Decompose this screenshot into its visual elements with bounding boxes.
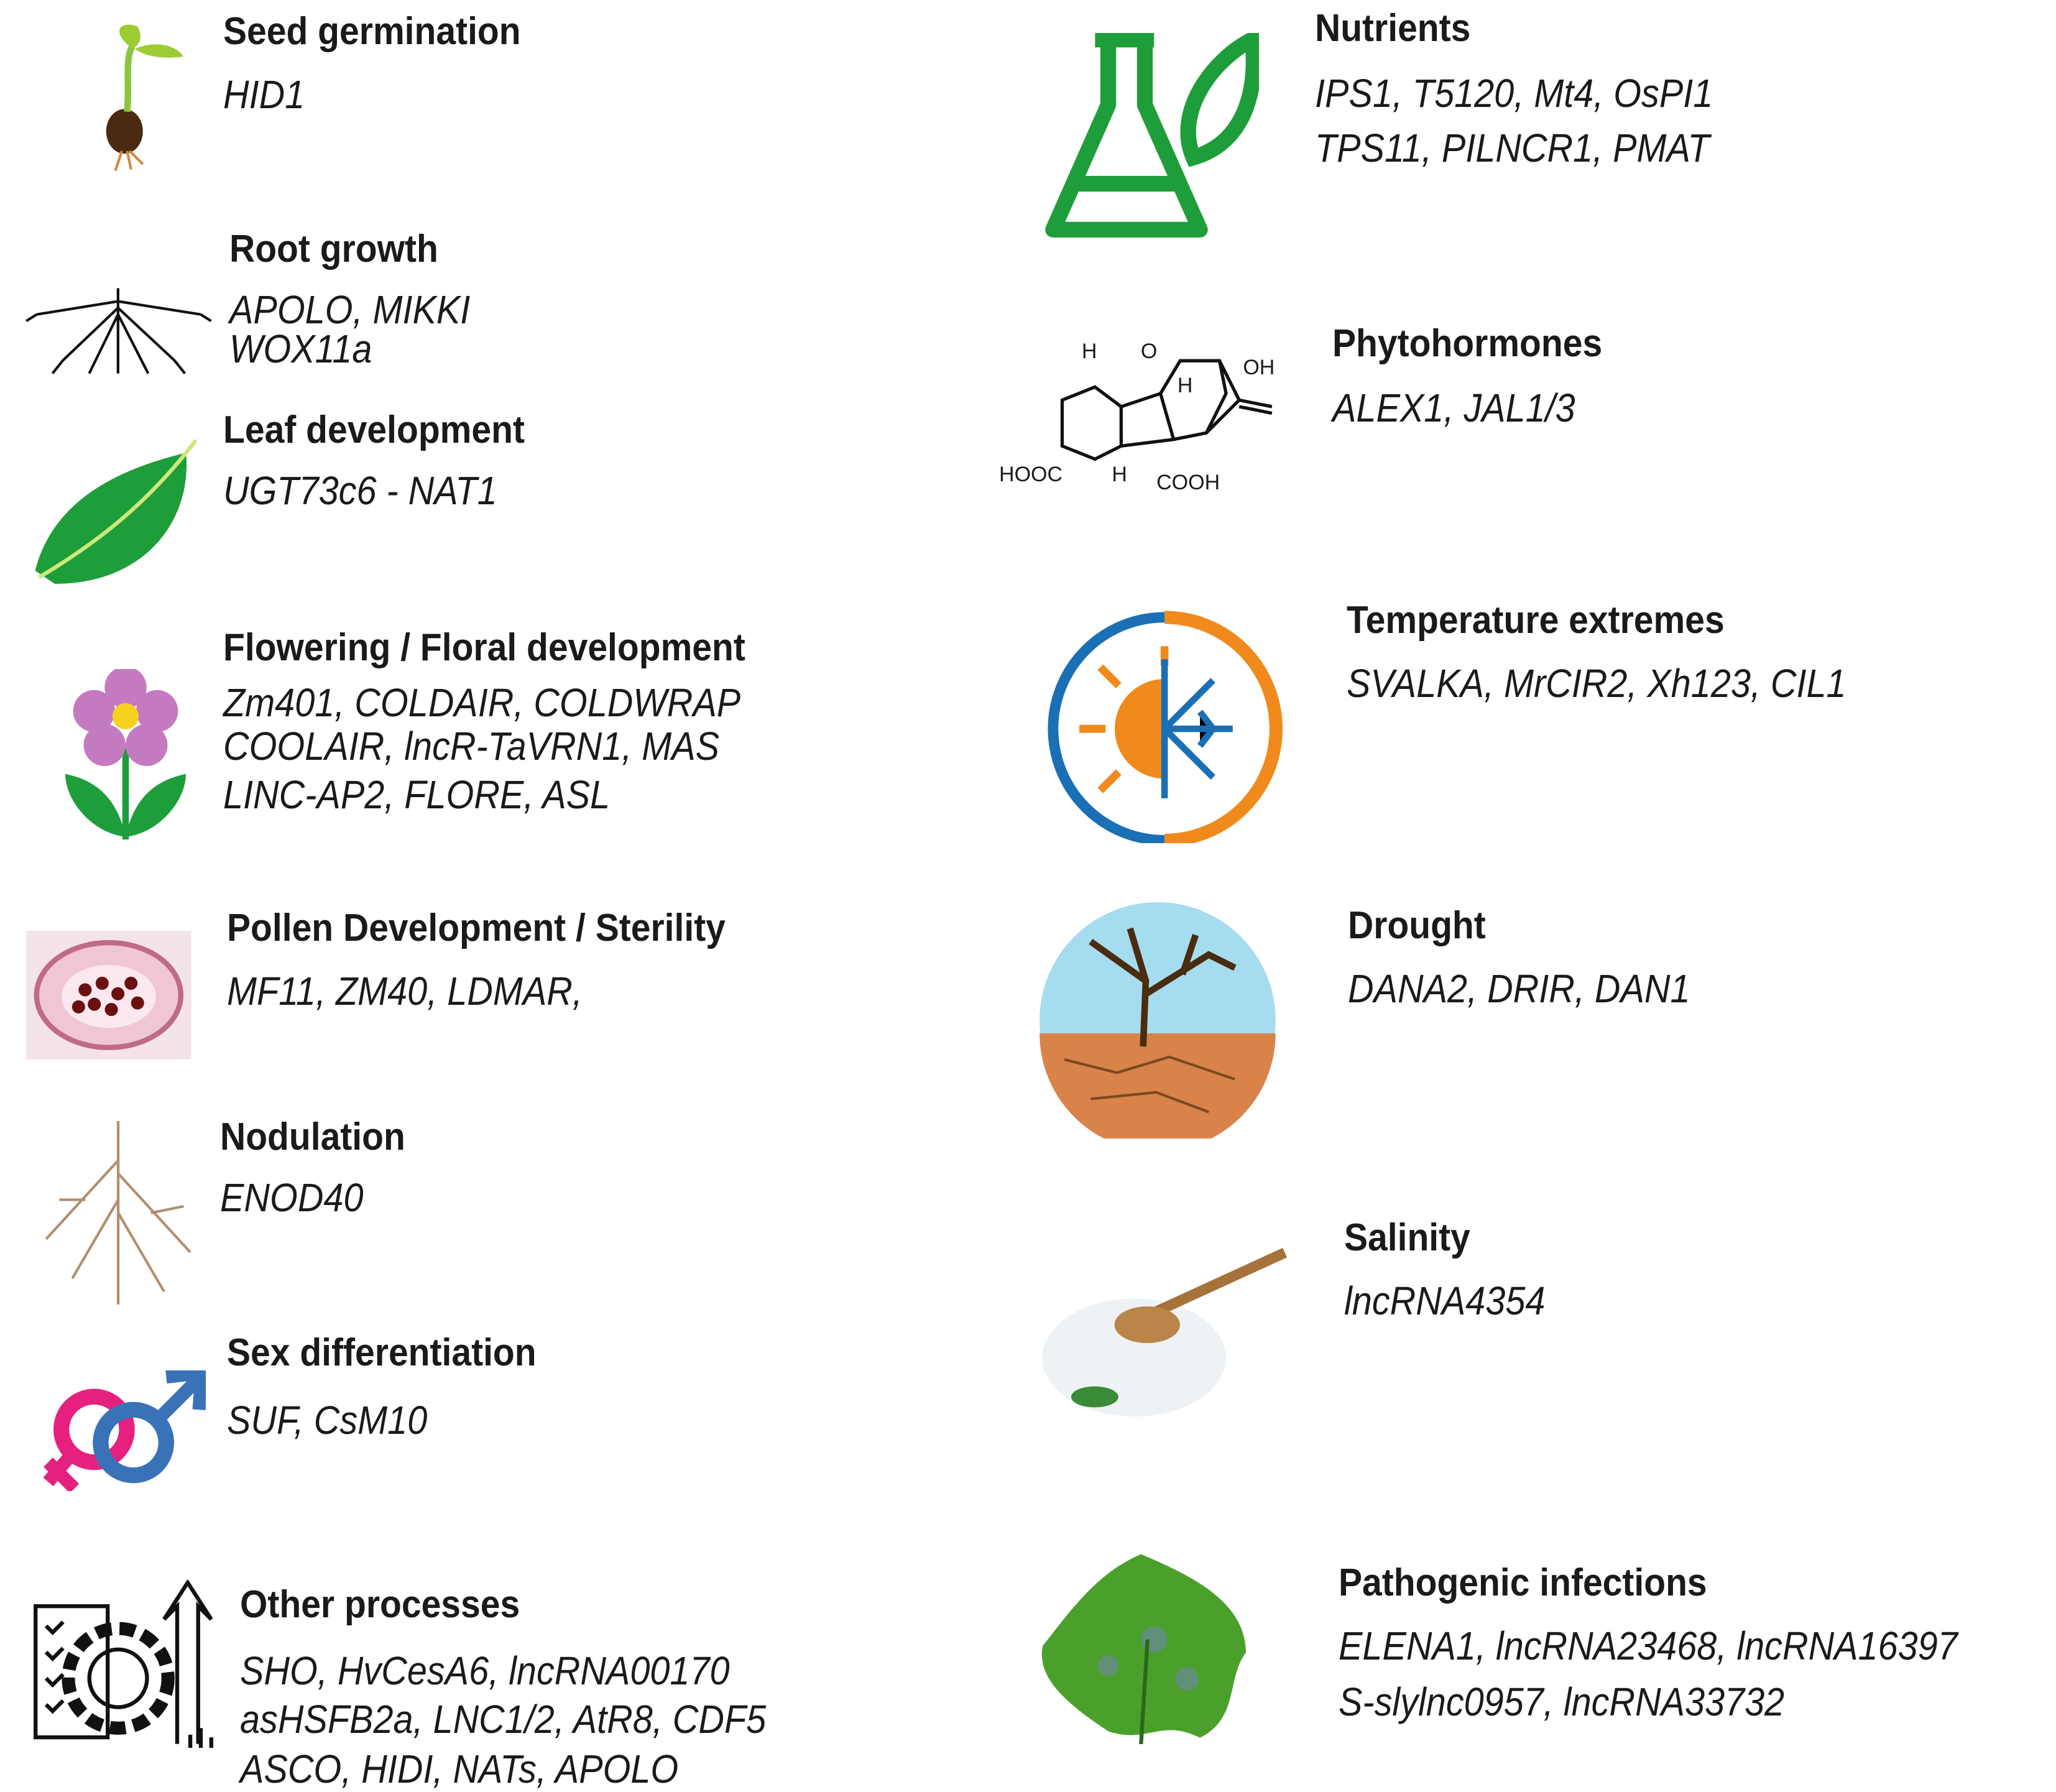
gene-list-line: LINC-AP2, FLORE, ASL (223, 772, 610, 818)
structure-atom-label: H (1177, 374, 1193, 398)
taproot-icon (33, 1121, 203, 1308)
infected-leaf-icon (1030, 1548, 1253, 1747)
pollen-micrograph-icon (26, 931, 191, 1063)
category-title: Nutrients (1315, 7, 1471, 50)
category-title: Leaf development (223, 408, 525, 451)
gene-list-line: APOLO, MIKKI (229, 287, 471, 332)
category-title: Salinity (1344, 1216, 1470, 1259)
gene-list-line: asHSFB2a, LNC1/2, AtR8, CDF5 (239, 1696, 767, 1742)
category-title: Phytohormones (1332, 321, 1602, 365)
gene-list-line: DANA2, DRIR, DAN1 (1348, 966, 1690, 1012)
structure-atom-label: COOH (1156, 471, 1220, 495)
dry-tree-icon (1038, 902, 1277, 1152)
leaf-icon (29, 438, 198, 594)
category-title: Drought (1348, 903, 1486, 947)
category-title: Sex differentiation (226, 1331, 537, 1375)
category-title: Seed germination (223, 9, 521, 53)
category-title: Temperature extremes (1346, 598, 1725, 642)
gene-list-line: SHO, HvCesA6, lncRNA00170 (239, 1648, 730, 1693)
salt-spoon-icon (1036, 1246, 1291, 1426)
gender-symbols-icon (42, 1365, 210, 1494)
gene-list-line: TPS11, PILNCR1, PMAT (1315, 126, 1710, 171)
gene-list-line: SVALKA, MrCIR2, Xh123, CIL1 (1346, 660, 1846, 706)
gene-list-line: ALEX1, JAL1/3 (1332, 385, 1575, 430)
gear-process-icon (33, 1579, 216, 1753)
gene-list-line: UGT73c6 - NAT1 (223, 468, 497, 513)
gene-list-line: SUF, CsM10 (226, 1398, 428, 1443)
gene-list-line: ELENA1, lncRNA23468, lncRNA16397 (1339, 1623, 1958, 1668)
gene-list-line: ENOD40 (220, 1175, 364, 1220)
gene-list-line: HID1 (223, 72, 305, 117)
gene-list-line: ASCO, HIDI, NATs, APOLO (239, 1747, 679, 1792)
category-title: Pollen Development / Sterility (226, 907, 726, 950)
flask-leaf-icon (1043, 27, 1261, 246)
gibberellin-structure-icon (997, 335, 1278, 502)
category-title: Nodulation (220, 1115, 406, 1158)
structure-atom-label: H (1081, 339, 1097, 364)
gene-list-line: IPS1, T5120, Mt4, OsPI1 (1315, 70, 1713, 116)
gene-list-line: lncRNA4354 (1344, 1278, 1546, 1324)
category-title: Other processes (239, 1583, 520, 1627)
structure-atom-label: HOOC (999, 463, 1063, 487)
gene-list-line: S-slylnc0957, lncRNA33732 (1339, 1679, 1785, 1725)
gene-list-line: WOX11a (229, 326, 372, 371)
structure-atom-label: O (1140, 339, 1158, 364)
category-title: Root growth (229, 227, 438, 270)
sun-snowflake-icon (1043, 607, 1288, 848)
structure-atom-label: OH (1243, 355, 1275, 379)
category-title: Pathogenic infections (1339, 1561, 1707, 1604)
gene-list-line: Zm401, COLDAIR, COLDWRAP (223, 680, 740, 726)
flower-icon (65, 666, 187, 845)
gene-list-line: COOLAIR, lncR-TaVRN1, MAS (223, 724, 719, 769)
structure-atom-label: H (1112, 463, 1127, 487)
gene-list-line: MF11, ZM40, LDMAR, (226, 969, 583, 1014)
roots-icon (24, 282, 214, 383)
seedling-icon (85, 20, 190, 180)
category-title: Flowering / Floral development (223, 626, 745, 669)
